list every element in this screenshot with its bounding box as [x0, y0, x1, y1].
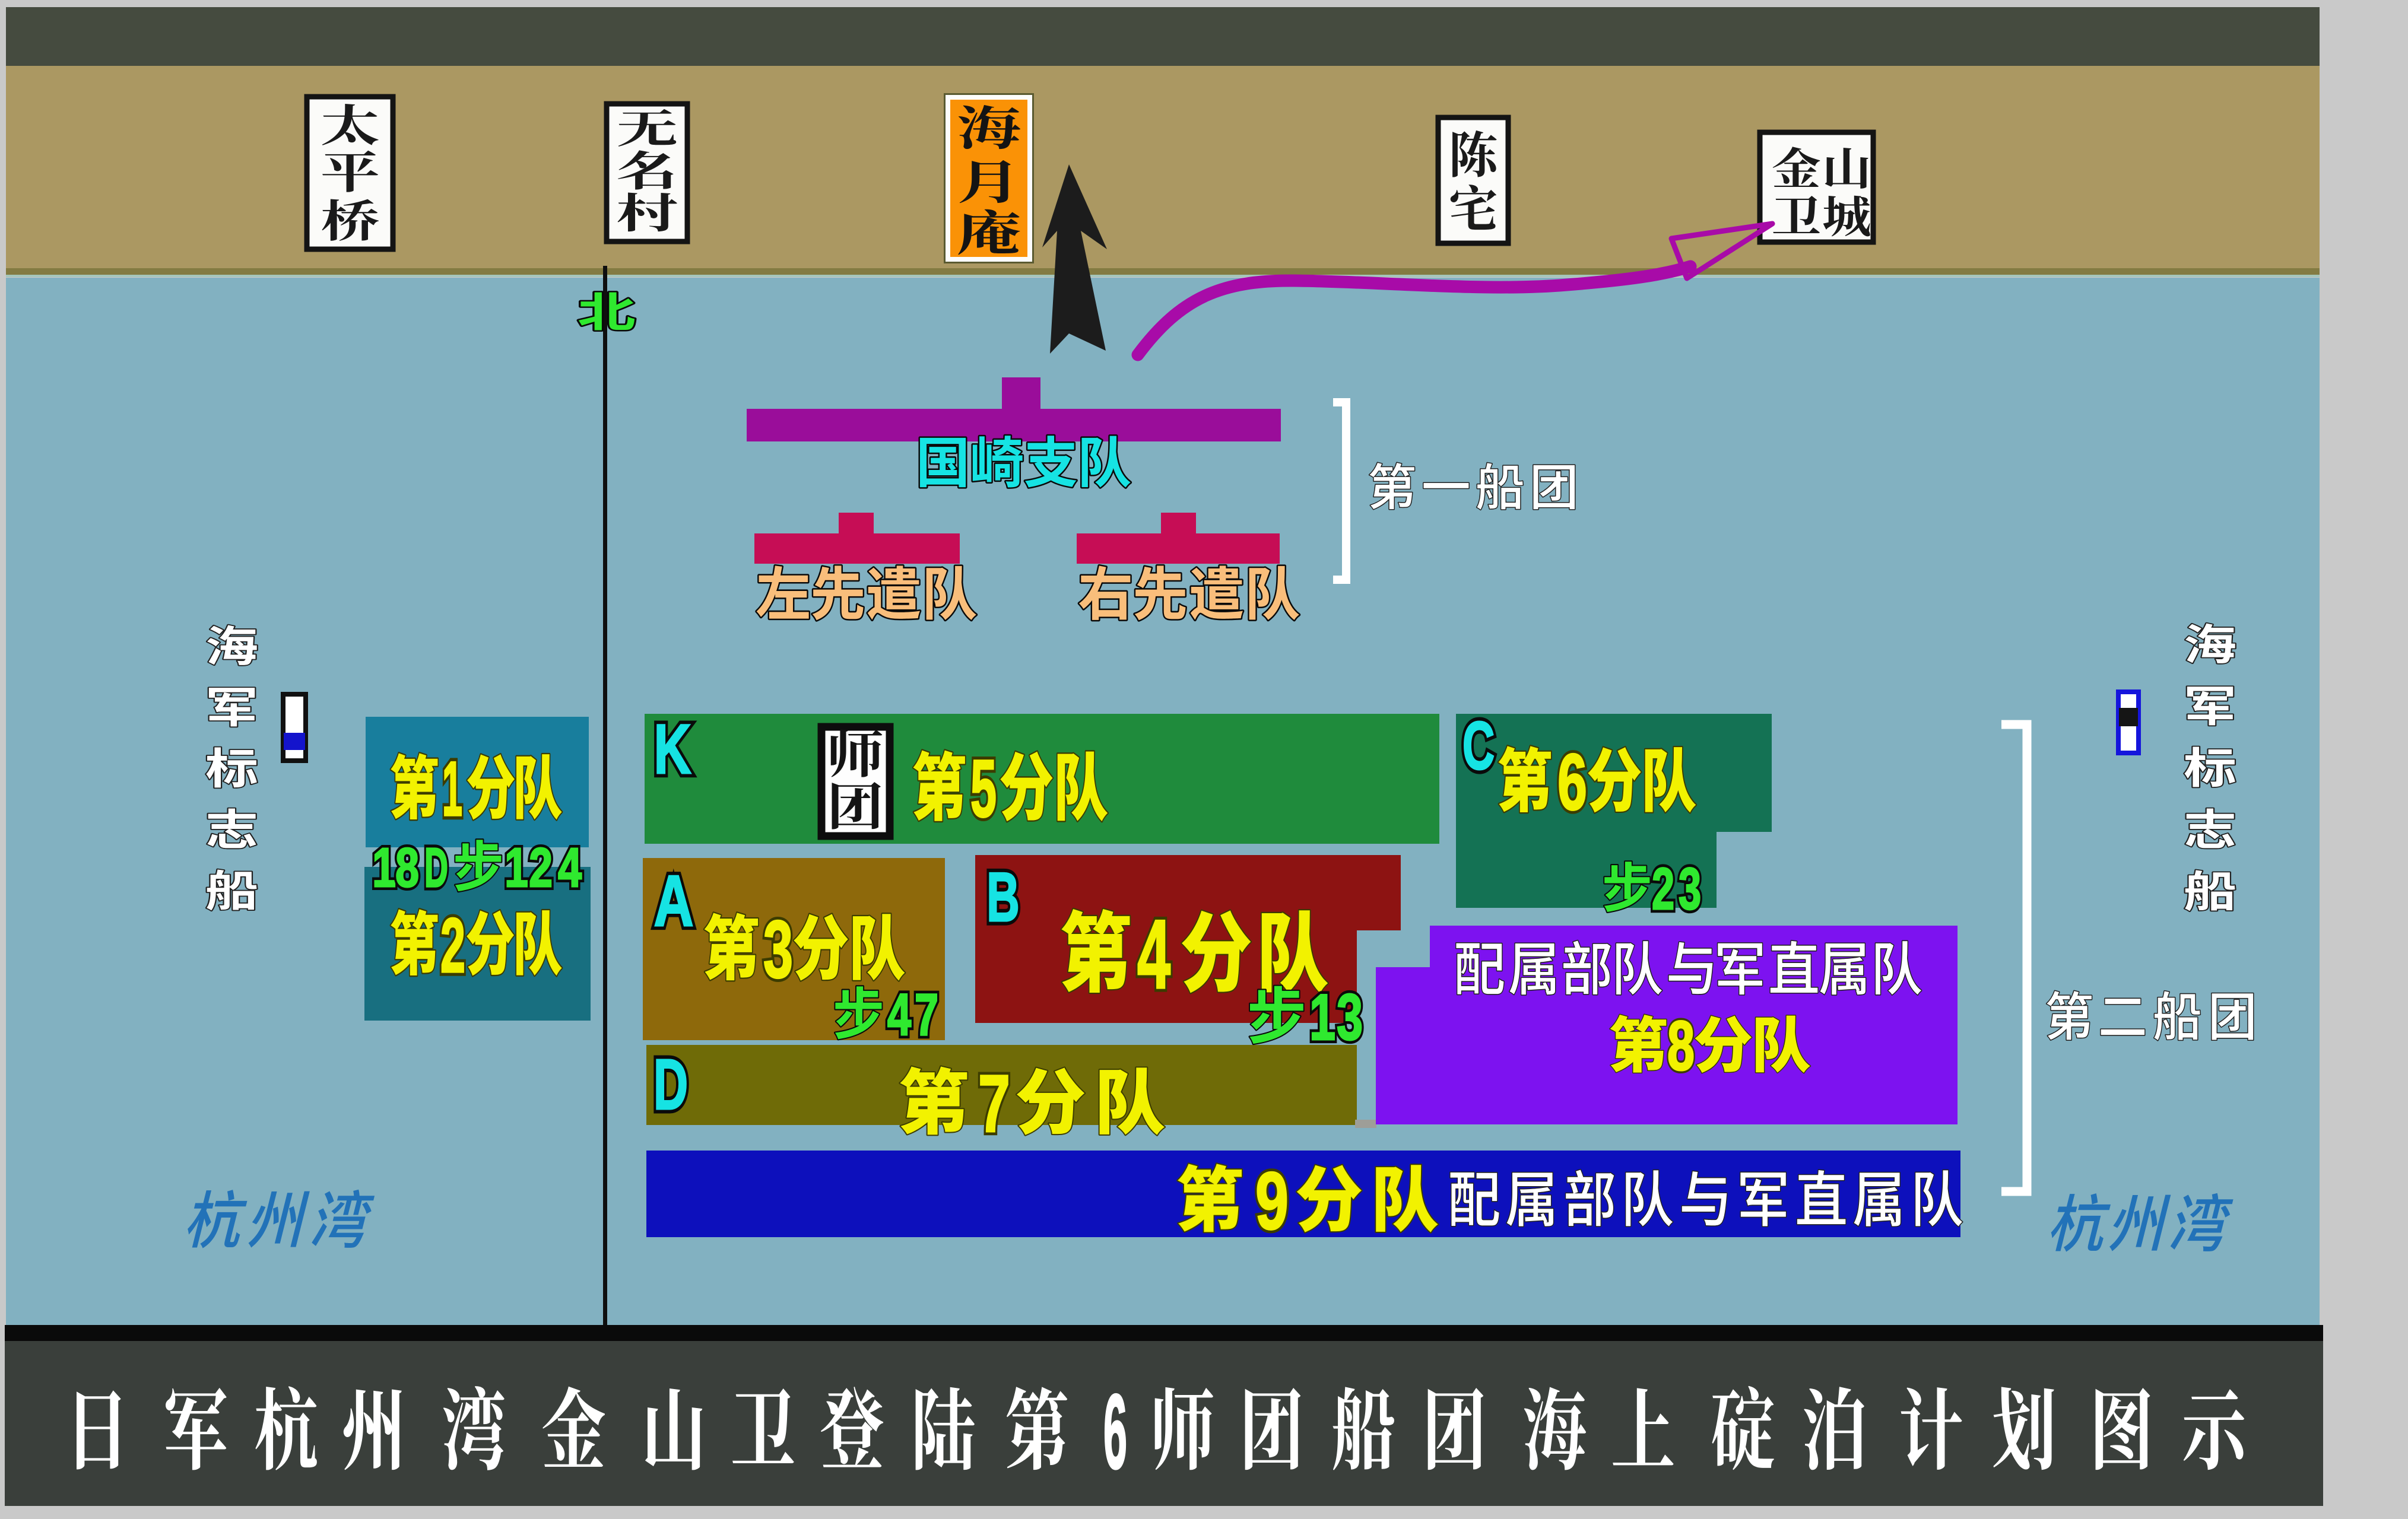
svg-text:9: 9 [1255, 1156, 1289, 1247]
svg-text:7: 7 [915, 983, 938, 1048]
svg-text:B: B [986, 858, 1019, 936]
svg-text:4: 4 [558, 837, 582, 898]
svg-text:2: 2 [1652, 857, 1674, 922]
svg-text:4: 4 [887, 983, 911, 1048]
svg-text:6: 6 [1103, 1372, 1127, 1491]
svg-text:1: 1 [372, 837, 396, 898]
svg-text:6: 6 [1557, 738, 1587, 827]
svg-text:8: 8 [1667, 1006, 1695, 1085]
svg-text:2: 2 [440, 902, 465, 989]
svg-text:8: 8 [395, 837, 419, 898]
svg-text:D: D [424, 837, 448, 898]
svg-text:3: 3 [1337, 981, 1363, 1054]
svg-text:2: 2 [440, 902, 465, 989]
svg-text:8: 8 [395, 837, 419, 898]
svg-text:7: 7 [978, 1059, 1010, 1149]
svg-text:1: 1 [1309, 981, 1335, 1054]
svg-text:7: 7 [915, 983, 938, 1048]
svg-text:3: 3 [1679, 857, 1701, 922]
svg-text:A: A [653, 860, 693, 941]
svg-text:1: 1 [442, 745, 462, 832]
svg-text:3: 3 [763, 904, 793, 995]
svg-text:1: 1 [505, 837, 528, 898]
svg-text:5: 5 [970, 743, 997, 834]
svg-text:1: 1 [442, 745, 462, 832]
svg-text:4: 4 [1137, 899, 1170, 1009]
svg-text:D: D [424, 837, 448, 898]
svg-text:1: 1 [1309, 981, 1335, 1054]
svg-text:3: 3 [1337, 981, 1363, 1054]
svg-text:K: K [654, 710, 691, 788]
svg-text:C: C [1462, 708, 1495, 783]
svg-text:9: 9 [1255, 1156, 1289, 1247]
svg-text:3: 3 [1679, 857, 1701, 922]
svg-text:4: 4 [1137, 899, 1170, 1009]
svg-text:7: 7 [978, 1059, 1010, 1149]
svg-text:5: 5 [970, 743, 997, 834]
svg-text:D: D [653, 1044, 688, 1124]
svg-text:2: 2 [1652, 857, 1674, 922]
svg-text:C: C [1462, 708, 1495, 783]
svg-text:2: 2 [529, 837, 553, 898]
svg-text:3: 3 [763, 904, 793, 995]
svg-text:A: A [653, 860, 693, 941]
svg-text:D: D [653, 1044, 688, 1124]
svg-text:K: K [654, 710, 691, 788]
svg-text:6: 6 [1557, 738, 1587, 827]
svg-text:2: 2 [529, 837, 553, 898]
svg-text:1: 1 [505, 837, 528, 898]
svg-text:B: B [986, 858, 1019, 936]
svg-text:4: 4 [558, 837, 582, 898]
svg-text:8: 8 [1667, 1006, 1695, 1085]
svg-text:4: 4 [887, 983, 911, 1048]
svg-text:1: 1 [372, 837, 396, 898]
